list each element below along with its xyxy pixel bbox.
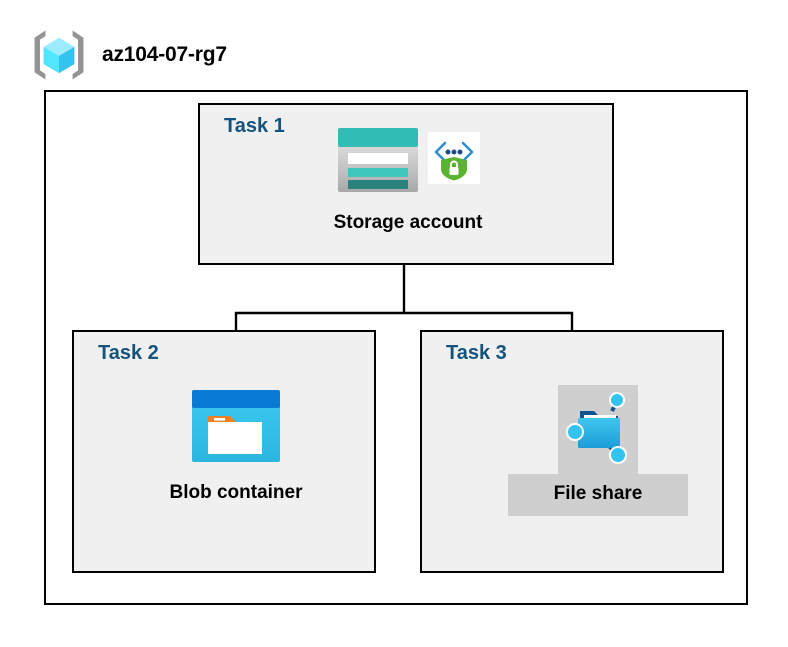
task-2-label: Task 2 xyxy=(98,342,159,364)
azure-blob-container-icon xyxy=(190,388,282,469)
blob-container-icon-group xyxy=(190,388,282,469)
task-3-label: Task 3 xyxy=(446,342,507,364)
node-file-share[interactable]: File share xyxy=(508,385,688,516)
node-blob-container[interactable]: Blob container xyxy=(128,388,344,507)
azure-storage-account-icon xyxy=(336,126,420,199)
azure-file-share-icon xyxy=(558,385,638,474)
resource-group-header: az104-07-rg7 xyxy=(30,26,227,84)
resource-group-name: az104-07-rg7 xyxy=(102,43,227,66)
secure-code-shield-icon xyxy=(428,132,480,189)
storage-account-caption: Storage account xyxy=(333,212,483,233)
azure-resource-group-icon xyxy=(30,26,88,84)
task-1-label: Task 1 xyxy=(224,115,285,137)
storage-account-icon-group xyxy=(336,126,480,199)
blob-container-caption: Blob container xyxy=(169,482,303,503)
file-share-icon-group xyxy=(558,385,638,474)
node-storage-account[interactable]: Storage account xyxy=(296,126,520,237)
file-share-caption: File share xyxy=(508,474,688,516)
